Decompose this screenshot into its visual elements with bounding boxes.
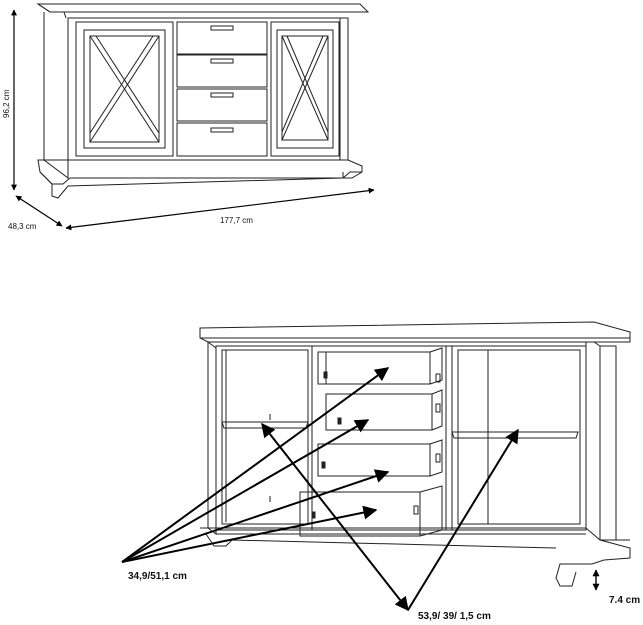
drawer-arrow-1 [121,367,390,563]
shelf-arrow-left [261,422,409,612]
plinth-dimension-label: 7.4 cm [609,595,641,606]
sideboard-closed [36,3,370,199]
height-label: 96,2 cm [2,89,11,118]
open-drawers [299,347,443,537]
depth-label: 48,3 cm [8,222,37,231]
left-door [75,21,174,157]
sideboard-open [199,321,631,587]
drawer-stack [176,21,268,157]
dimension-lines-top [11,9,375,231]
depth-arrow [15,195,63,227]
drawer-dimension-label: 34,9/51,1 cm [128,571,187,582]
width-arrow [65,187,375,231]
right-door [270,21,340,157]
shelf-arrow-right [407,428,519,611]
callout-arrows [121,367,600,612]
shelf-dimension-label: 53,9/ 39/ 1,5 cm [418,611,491,622]
width-label: 177,7 cm [220,216,253,225]
